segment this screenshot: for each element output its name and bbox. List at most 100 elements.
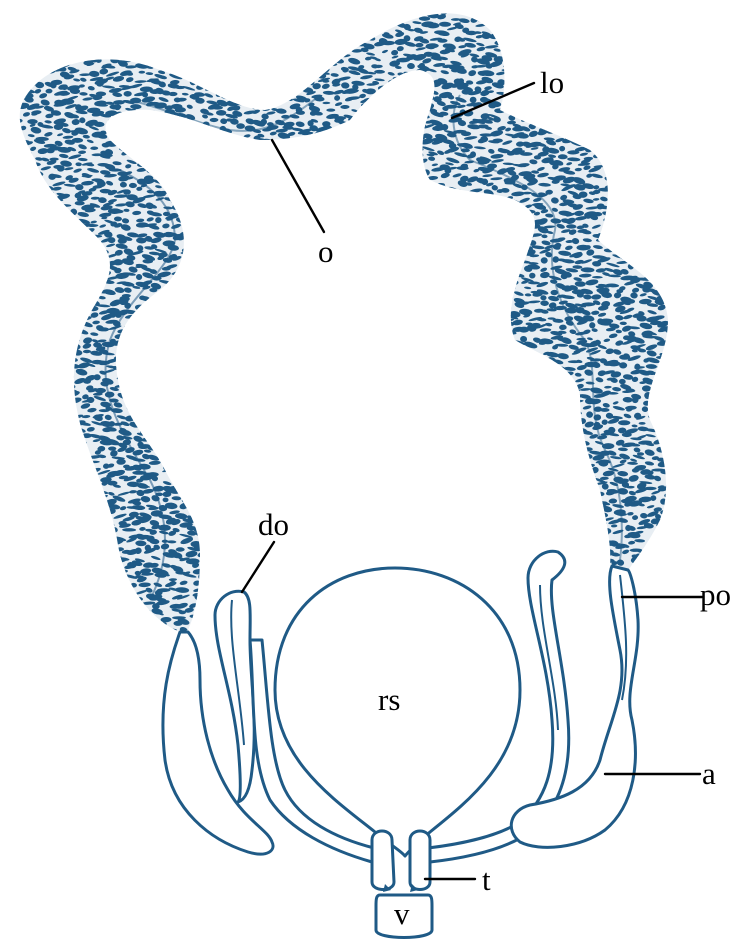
tissue-speck: [406, 323, 414, 329]
tissue-speck: [342, 199, 353, 207]
tissue-speck: [27, 349, 37, 355]
tissue-speck: [25, 49, 35, 55]
tissue-speck: [367, 125, 375, 129]
tissue-speck: [73, 430, 81, 437]
tissue-speck: [670, 26, 677, 33]
tissue-speck: [662, 49, 676, 57]
tissue-speck: [113, 125, 123, 131]
tissue-speck: [438, 384, 446, 387]
tissue-speck: [657, 388, 671, 393]
tissue-speck: [602, 56, 613, 64]
tissue-speck: [426, 374, 434, 380]
tissue-speck: [333, 358, 345, 363]
tissue-speck: [166, 399, 179, 405]
tissue-speck: [187, 227, 196, 232]
tissue-speck: [540, 56, 549, 59]
tissue-speck: [452, 271, 461, 277]
tissue-speck: [318, 133, 332, 142]
tissue-speck: [328, 167, 338, 174]
tissue-speck: [176, 390, 187, 398]
tissue-speck: [672, 294, 685, 301]
tissue-speck: [386, 314, 398, 320]
tissue-speck: [287, 143, 301, 148]
tissue-speck: [328, 315, 341, 323]
tissue-speck: [486, 219, 499, 226]
tissue-speck: [14, 374, 23, 379]
tissue-speck: [240, 394, 249, 400]
tissue-speck: [328, 440, 339, 447]
tissue-speck: [449, 428, 457, 435]
tissue-speck: [309, 247, 316, 252]
tissue-speck: [679, 100, 687, 104]
tissue-speck: [45, 289, 55, 293]
tissue-speck: [339, 420, 353, 427]
tissue-speck: [22, 171, 36, 180]
tissue-speck: [526, 443, 539, 450]
tissue-speck: [294, 197, 303, 203]
tissue-speck: [423, 271, 432, 276]
tissue-speck: [168, 187, 181, 194]
tissue-speck: [648, 411, 662, 419]
tissue-speck: [40, 188, 49, 194]
tissue-speck: [23, 394, 34, 400]
tissue-speck: [12, 37, 25, 46]
tissue-speck: [417, 100, 430, 106]
tissue-speck: [173, 300, 184, 303]
tissue-speck: [164, 422, 173, 426]
tissue-speck: [282, 237, 289, 242]
tissue-speck: [224, 333, 237, 339]
tissue-speck: [485, 292, 498, 297]
tissue-speck: [101, 50, 108, 54]
tissue-speck: [115, 41, 127, 45]
tissue-speck: [345, 213, 358, 217]
tissue-speck: [475, 297, 483, 300]
tissue-speck: [405, 156, 413, 162]
tissue-speck: [297, 180, 310, 186]
tissue-speck: [45, 4, 53, 8]
tissue-speck: [80, 44, 92, 47]
tissue-speck: [406, 84, 417, 89]
tissue-speck: [514, 0, 525, 6]
tissue-speck: [627, 36, 636, 44]
tissue-speck: [527, 72, 540, 80]
tissue-speck: [640, 195, 651, 202]
tissue-speck: [178, 400, 189, 404]
tissue-speck: [518, 373, 530, 381]
tissue-speck: [497, 419, 504, 426]
tissue-speck: [223, 326, 230, 333]
tissue-speck: [214, 441, 224, 449]
tissue-speck: [598, 142, 606, 147]
tissue-speck: [347, 399, 358, 404]
tissue-speck: [540, 22, 554, 26]
tissue-speck: [653, 200, 663, 206]
tissue-speck: [549, 418, 557, 423]
tissue-speck: [337, 153, 351, 160]
tissue-speck: [213, 186, 226, 191]
tissue-speck: [128, 4, 135, 8]
tissue-speck: [364, 376, 373, 381]
tissue-speck: [180, 306, 191, 314]
tissue-speck: [198, 261, 209, 269]
tissue-speck: [346, 296, 361, 305]
tissue-speck: [658, 47, 668, 50]
tissue-speck: [276, 267, 286, 274]
tissue-speck: [194, 397, 205, 404]
tissue-speck: [669, 383, 682, 391]
tissue-speck: [537, 16, 545, 20]
tissue-speck: [166, 124, 177, 131]
tissue-speck: [142, 28, 151, 33]
tissue-speck: [264, 416, 272, 422]
tissue-speck: [345, 142, 352, 146]
tissue-speck: [162, 29, 172, 35]
tissue-speck: [55, 245, 64, 252]
tissue-speck: [403, 297, 410, 301]
tissue-speck: [304, 139, 318, 146]
tissue-speck: [216, 377, 227, 383]
tissue-speck: [61, 419, 72, 425]
tissue-speck: [208, 148, 217, 153]
tissue-speck: [33, 235, 44, 241]
tissue-speck: [230, 195, 244, 204]
tissue-speck: [277, 416, 285, 422]
tissue-speck: [514, 21, 527, 25]
tissue-speck: [186, 52, 193, 57]
